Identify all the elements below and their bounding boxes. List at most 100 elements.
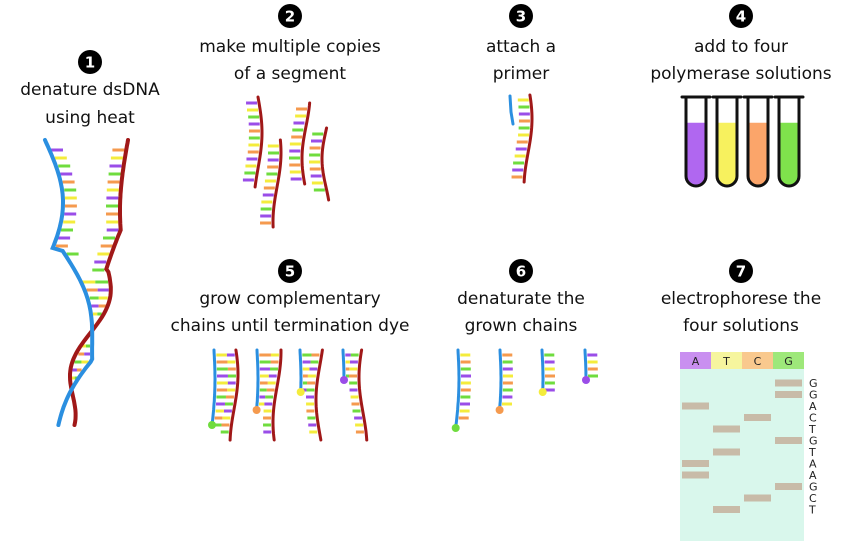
dna-strand-template	[357, 348, 369, 442]
step-caption-line1: electrophorese the	[661, 289, 821, 309]
dna-strand-blue	[43, 138, 95, 427]
termination-dye-dot	[252, 406, 261, 414]
step-number-circle	[509, 4, 533, 28]
sequence-letter: G	[809, 481, 818, 494]
step-number-circle	[729, 4, 753, 28]
sequence-letter: G	[809, 435, 818, 448]
gel-band	[775, 391, 802, 398]
step-caption-line2: grown chains	[465, 316, 578, 336]
gel-lane-header	[773, 352, 804, 369]
dna-strand-grown	[210, 348, 217, 427]
step-caption-line2: polymerase solutions	[650, 64, 831, 84]
step-caption-line2: of a segment	[234, 64, 347, 84]
step-number-circle	[509, 259, 533, 283]
sequence-letter: A	[809, 458, 817, 471]
tube-solution	[686, 122, 706, 186]
sequence-letter: A	[809, 469, 817, 482]
sequence-letter: G	[809, 389, 818, 402]
termination-dye-dot	[451, 424, 460, 432]
dna-strand-template	[271, 348, 283, 442]
dna-strand-grown	[454, 348, 461, 430]
step-caption-line1: grow complementary	[199, 289, 380, 309]
sequence-letter: T	[808, 423, 816, 436]
dna-strand-grown	[540, 348, 545, 394]
gel-band	[713, 506, 740, 513]
termination-dye-dot	[340, 376, 348, 384]
step-caption-line1: denature dsDNA	[20, 80, 160, 100]
gel-band	[713, 425, 740, 433]
step-caption-line2: using heat	[45, 108, 135, 128]
gel-band	[775, 437, 802, 444]
dna-strand-grown	[583, 348, 588, 382]
dna-strand-grown	[298, 348, 303, 394]
gel-lane-header	[711, 352, 742, 369]
termination-dye-dot	[582, 376, 590, 384]
gel-band	[775, 483, 802, 490]
dna-strand-template	[314, 348, 324, 442]
dna-strand-copy	[253, 95, 264, 189]
test-tube	[777, 97, 801, 188]
dna-strand-copy	[271, 138, 283, 229]
dna-strand-copy	[300, 101, 312, 186]
gel-lane-label: A	[692, 355, 700, 368]
step-caption-line1: denaturate the	[457, 289, 585, 309]
gel-band	[744, 494, 771, 502]
step-caption-line1: make multiple copies	[199, 37, 381, 57]
test-tubes	[680, 95, 805, 188]
step-caption-line2: primer	[493, 64, 550, 84]
sequence-letter: C	[809, 412, 817, 425]
step-number: 2	[285, 8, 295, 26]
gel-lane-label: C	[754, 355, 762, 368]
step-number-circle	[78, 50, 102, 74]
gel-band	[682, 402, 709, 410]
sequence-letter: A	[809, 400, 817, 413]
step-number: 1	[85, 54, 95, 72]
dna-illustrations	[43, 93, 598, 442]
step-number: 3	[516, 8, 526, 26]
step-number: 4	[736, 8, 746, 26]
dna-strand-grown	[255, 348, 260, 412]
gel-band	[744, 414, 771, 421]
termination-dye-dot	[495, 406, 504, 414]
dna-strand-copy	[320, 126, 331, 202]
gel-lane-header	[680, 352, 711, 369]
sequence-letter: G	[809, 377, 818, 390]
gel-lane-label: G	[784, 355, 793, 368]
gel-band	[682, 471, 709, 479]
step-number: 6	[516, 263, 526, 281]
gel-band	[775, 379, 802, 387]
test-tube	[746, 97, 770, 188]
termination-dye-dot	[538, 388, 547, 396]
gel-lane-label: T	[722, 355, 730, 368]
step-number-circle	[278, 4, 302, 28]
dna-strand-red	[68, 138, 130, 427]
gel-band	[682, 460, 709, 467]
termination-dye-dot	[208, 421, 216, 429]
step-number: 7	[736, 263, 746, 281]
test-tube	[684, 97, 708, 188]
dna-strand-grown	[341, 348, 346, 382]
sequence-letter: T	[808, 504, 816, 517]
tube-solution	[779, 122, 799, 186]
dna-strand-template	[522, 93, 534, 184]
test-tube	[715, 97, 739, 188]
dna-primer	[508, 94, 515, 126]
tube-solution	[748, 122, 768, 186]
step-caption-line1: attach a	[486, 37, 556, 57]
dna-strand-template	[228, 348, 240, 442]
step-number-circle	[278, 259, 302, 283]
sequence-letter: C	[809, 492, 817, 505]
dna-strand-grown	[498, 348, 503, 412]
termination-dye-dot	[296, 388, 305, 396]
step-captions: 1 denature dsDNA using heat 2 make multiple …	[20, 4, 832, 336]
step-number: 5	[285, 263, 295, 281]
step-caption-line2: chains until termination dye	[171, 316, 410, 336]
step-caption-line1: add to four	[694, 37, 788, 57]
gel-lane-header	[742, 352, 773, 369]
step-number-circle	[729, 259, 753, 283]
sequence-letter: T	[808, 446, 816, 459]
step-caption-line2: four solutions	[683, 316, 799, 336]
gel-band	[713, 448, 740, 456]
